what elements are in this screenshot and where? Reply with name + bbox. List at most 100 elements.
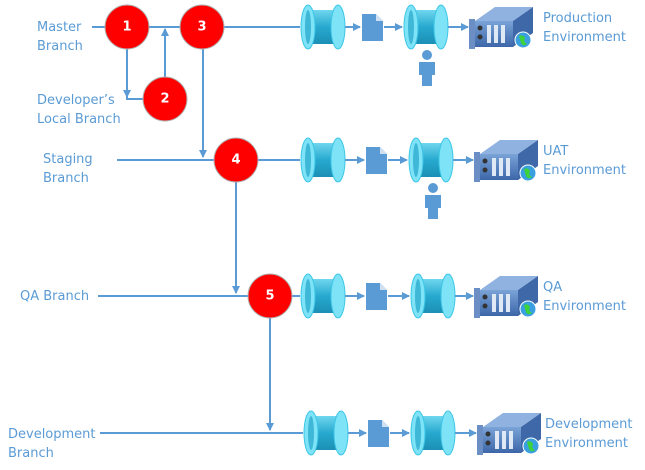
pipe-flange (330, 137, 346, 183)
server-led (485, 440, 491, 446)
person-icon (419, 50, 435, 86)
branch-label: Staging (43, 152, 93, 167)
server-led (485, 431, 491, 437)
server-bay (502, 431, 506, 449)
pipe-icon (300, 273, 346, 319)
pipe-flange-inner (413, 143, 419, 177)
server-ear (474, 152, 480, 182)
server-ear (477, 425, 483, 455)
server-bay (492, 158, 496, 176)
branch-line (126, 49, 143, 100)
merge-node-4: 4 (213, 137, 259, 183)
merge-node-3: 3 (179, 4, 225, 50)
server-led (477, 25, 483, 31)
pipe-flange (330, 4, 346, 50)
person-body (419, 62, 435, 86)
pipe-flange (438, 137, 454, 183)
server-bay (501, 25, 505, 43)
server-globe-icon (469, 7, 533, 49)
environment-label: Development (545, 417, 633, 432)
merge-node-2: 2 (142, 76, 188, 122)
pipe-flange (440, 273, 456, 319)
globe-land (524, 168, 532, 179)
node-number: 1 (122, 20, 131, 35)
pipe-flange-inner (415, 279, 421, 313)
node-number: 4 (231, 153, 240, 168)
branch-label: Branch (43, 171, 89, 186)
globe-land (519, 35, 527, 46)
server-led (482, 158, 488, 164)
node-number: 3 (197, 20, 206, 35)
document-fold (380, 283, 387, 290)
person-body (425, 195, 441, 219)
pipe-flange-inner (415, 416, 421, 450)
node-circle (142, 76, 188, 122)
pipe-icon (303, 410, 349, 456)
branch-label: Master (37, 20, 82, 35)
server-bay (506, 294, 510, 312)
pipe-icon (408, 137, 454, 183)
environment-label: Environment (545, 436, 628, 451)
server-led (477, 34, 483, 40)
environment-label: Production (543, 11, 612, 26)
environment-label: Environment (543, 30, 626, 45)
environment-label: Environment (543, 163, 626, 178)
document-fold (380, 147, 387, 154)
pipe-flange-inner (305, 143, 311, 177)
server-bay (499, 158, 503, 176)
merge-node-1: 1 (104, 4, 150, 50)
environment-label: Environment (543, 299, 626, 314)
server-bay (494, 25, 498, 43)
branch-label: Development (8, 427, 96, 442)
server-ear (474, 288, 480, 318)
server-ear (469, 19, 475, 49)
node-number: 5 (265, 289, 274, 304)
branch-label: Developer’s (37, 93, 115, 108)
pipe-icon (410, 410, 456, 456)
server-globe-icon (474, 140, 538, 182)
environment-label: UAT (543, 144, 568, 159)
branch-label: Branch (37, 39, 83, 54)
server-bay (499, 294, 503, 312)
pipe-icon (410, 273, 456, 319)
server-led (482, 294, 488, 300)
server-bay (506, 158, 510, 176)
person-icon (425, 183, 441, 219)
pipe-flange (433, 4, 449, 50)
pipe-icon (403, 4, 449, 50)
server-top (475, 7, 533, 21)
merge-node-5: 5 (247, 273, 293, 319)
pipe-icon (300, 4, 346, 50)
person-head (422, 50, 432, 60)
pipe-flange-inner (308, 416, 314, 450)
server-top (483, 413, 541, 427)
server-led (482, 167, 488, 173)
node-circle (247, 273, 293, 319)
node-circle (104, 4, 150, 50)
pipe-icon (300, 137, 346, 183)
document-fold (382, 420, 389, 427)
server-bay (495, 431, 499, 449)
document-fold (376, 14, 383, 21)
person-head (428, 183, 438, 193)
pipeline-row: UAT Environment (300, 137, 626, 219)
server-bay (509, 431, 513, 449)
server-led (482, 303, 488, 309)
pipe-flange (330, 273, 346, 319)
pipe-flange-inner (408, 10, 414, 44)
pipe-flange (333, 410, 349, 456)
pipe-flange-inner (305, 279, 311, 313)
globe-land (524, 304, 532, 315)
node-circle (179, 4, 225, 50)
server-top (480, 276, 538, 290)
branch-label: Branch (8, 446, 54, 461)
server-globe-icon (477, 413, 541, 455)
node-number: 2 (160, 92, 169, 107)
server-bay (492, 294, 496, 312)
server-globe-icon (474, 276, 538, 318)
pipe-flange (440, 410, 456, 456)
